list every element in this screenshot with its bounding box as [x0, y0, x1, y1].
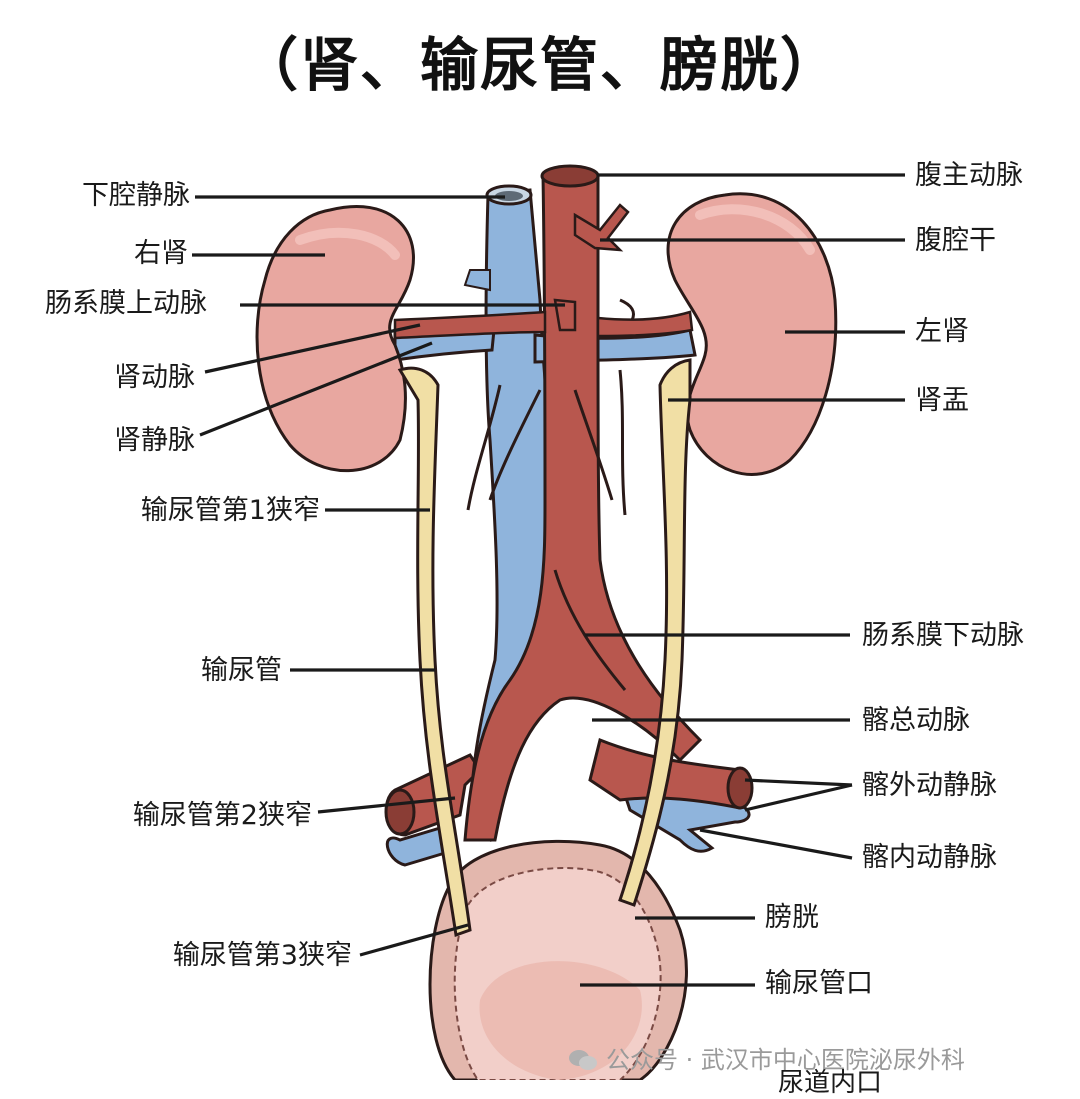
label-common-iliac-artery: 髂总动脉 — [862, 705, 970, 736]
label-external-iliac-vessels: 髂外动静脉 — [862, 770, 997, 801]
label-urethra-internal-orifice: 尿道内口 — [778, 1068, 883, 1098]
watermark: 公众号 · 武汉市中心医院泌尿外科 — [568, 1040, 965, 1075]
ureters-shape — [397, 358, 692, 938]
left-kidney-shape — [666, 192, 838, 476]
label-celiac-trunk: 腹腔干 — [915, 225, 996, 256]
right-kidney-shape — [255, 205, 415, 473]
label-ureter-narrowing-1: 输尿管第1狭窄 — [140, 495, 320, 526]
label-renal-artery: 肾动脉 — [114, 362, 195, 393]
label-abdominal-aorta: 腹主动脉 — [915, 160, 1023, 191]
label-inferior-vena-cava: 下腔静脉 — [82, 180, 190, 211]
leader-lines — [192, 173, 905, 987]
label-inferior-mesenteric-artery: 肠系膜下动脉 — [862, 620, 1024, 651]
label-ureter: 输尿管 — [201, 655, 282, 686]
wechat-icon — [569, 1050, 597, 1070]
label-bladder: 膀胱 — [765, 902, 819, 933]
page-title: （肾、输尿管、膀胱） — [239, 31, 840, 99]
label-ureteric-orifice: 输尿管口 — [765, 968, 873, 999]
label-superior-mesenteric-artery: 肠系膜上动脉 — [45, 288, 207, 319]
abdominal-aorta-shape — [393, 164, 703, 842]
watermark-text: 公众号 · 武汉市中心医院泌尿外科 — [606, 1046, 965, 1074]
label-ureter-narrowing-3: 输尿管第3狭窄 — [172, 940, 352, 971]
label-left-kidney: 左肾 — [915, 316, 969, 347]
label-internal-iliac-vessels: 髂内动静脉 — [862, 842, 997, 873]
label-renal-vein: 肾静脉 — [114, 425, 195, 456]
label-right-kidney: 右肾 — [134, 238, 188, 269]
label-renal-pelvis: 肾盂 — [915, 385, 969, 416]
label-ureter-narrowing-2: 输尿管第2狭窄 — [132, 800, 312, 831]
